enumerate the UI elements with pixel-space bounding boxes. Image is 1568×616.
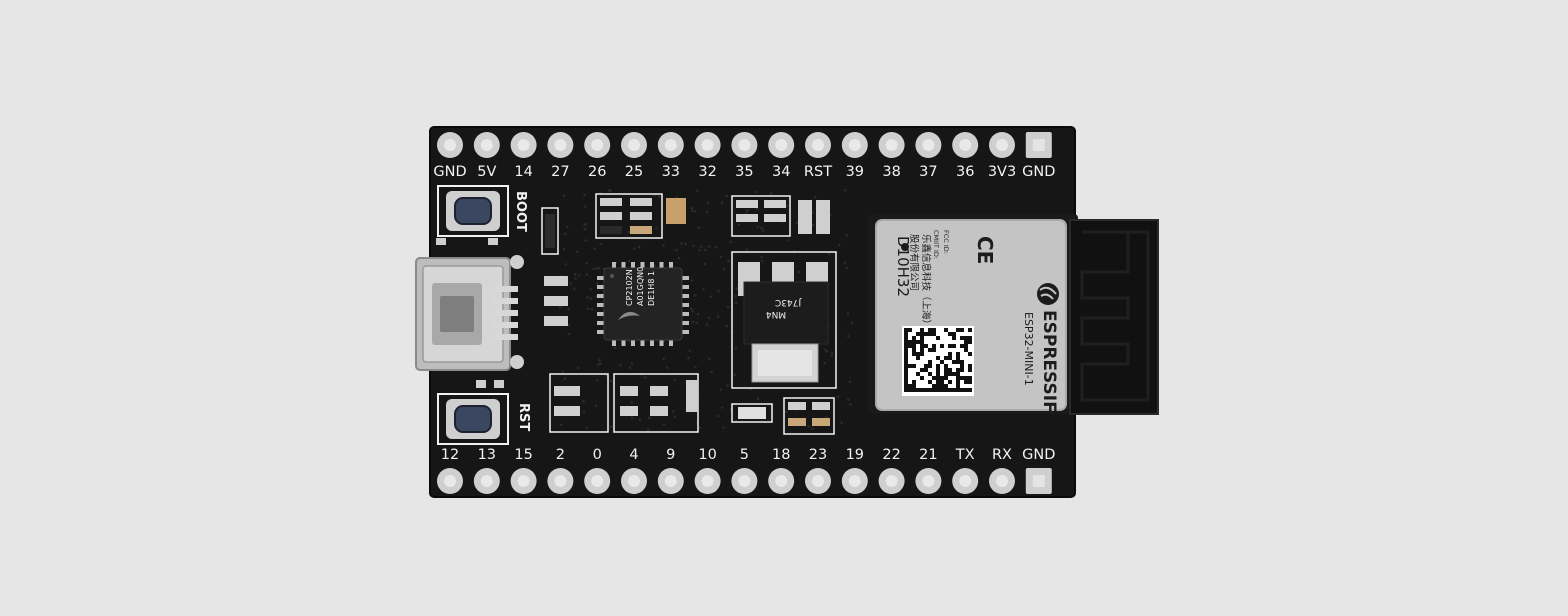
chip-line-3: DE1H8 1 — [647, 271, 656, 306]
top-pin-label-11: 39 — [846, 164, 864, 180]
chip-line-2: A01GQN0 — [636, 267, 645, 306]
bottom-pin-label-2: 15 — [514, 447, 532, 463]
module-maker-line-2: 股份有限公司 — [908, 234, 920, 291]
reset-button: RST — [437, 380, 531, 445]
qr-datamatrix-code — [902, 326, 974, 396]
top-pin-header: GND 5V 14 27 26 25 33 32 35 34 RST 39 38 37 36 3V3 GND — [433, 132, 1055, 180]
top-pin-label-0: GND — [433, 164, 466, 180]
top-pin-label-1: 5V — [477, 164, 496, 180]
module-brand: ESPRESSIF — [1039, 310, 1059, 413]
bottom-pin-label-14: TX — [955, 447, 975, 463]
top-pin-label-9: 34 — [772, 164, 790, 180]
bottom-pin-label-4: 0 — [593, 447, 602, 463]
chip-line-1: CP2102N — [625, 269, 634, 306]
smd-parts-usb — [541, 207, 568, 326]
bottom-pin-label-10: 23 — [809, 447, 827, 463]
top-pin-label-10: RST — [804, 164, 832, 180]
top-pin-label-4: 26 — [588, 164, 606, 180]
bottom-pin-label-15: RX — [992, 447, 1012, 463]
boot-label: BOOT — [513, 191, 528, 232]
regulator-line-2: MN4 — [766, 309, 786, 319]
top-pin-label-12: 38 — [882, 164, 900, 180]
bottom-pin-header: 12 13 15 2 0 4 9 10 5 18 23 19 22 21 TX RX GND — [437, 447, 1055, 494]
bottom-pin-label-11: 19 — [846, 447, 864, 463]
module-cmiit-id: CMIIT ID: — [932, 230, 940, 259]
top-pin-label-2: 14 — [514, 164, 532, 180]
reset-label: RST — [516, 403, 531, 431]
module-fcc-id: FCC ID: — [942, 230, 950, 254]
voltage-regulator: J743C MN4 — [731, 251, 837, 389]
ce-mark: CE — [973, 236, 997, 264]
module-lot: D10H32 — [894, 236, 912, 297]
bottom-pin-label-13: 21 — [919, 447, 937, 463]
micro-usb-connector — [415, 255, 524, 371]
boot-button: BOOT — [436, 185, 528, 245]
top-pin-label-7: 32 — [698, 164, 716, 180]
bottom-pin-label-3: 2 — [556, 447, 565, 463]
bottom-pin-label-8: 5 — [740, 447, 749, 463]
top-pin-label-15: 3V3 — [988, 164, 1016, 180]
bottom-pin-label-5: 4 — [629, 447, 638, 463]
bottom-pin-label-7: 10 — [698, 447, 716, 463]
bottom-pin-label-1: 13 — [478, 447, 496, 463]
bottom-pin-label-0: 12 — [441, 447, 459, 463]
bottom-pin-label-16: GND — [1022, 447, 1055, 463]
module-model: ESP32-MINI-1 — [1022, 312, 1035, 386]
regulator-line-1: J743C — [775, 297, 802, 307]
power-led — [731, 403, 773, 423]
bottom-pin-label-9: 18 — [772, 447, 790, 463]
module-maker-line-1: 乐鑫信息科技（上海） — [920, 234, 932, 329]
esp32-module: FCC ID: CMIIT ID: 乐鑫信息科技（上海） 股份有限公司 D10H… — [868, 214, 1159, 415]
top-pin-label-5: 25 — [625, 164, 643, 180]
usb-uart-chip: CP2102N A01GQN0 DE1H8 1 — [597, 262, 689, 346]
top-pin-label-3: 27 — [551, 164, 569, 180]
espressif-logo-icon — [1037, 283, 1059, 305]
top-pin-label-8: 35 — [735, 164, 753, 180]
top-pin-label-14: 36 — [956, 164, 974, 180]
passive-components — [549, 193, 835, 435]
bottom-pin-label-12: 22 — [882, 447, 900, 463]
top-pin-label-13: 37 — [919, 164, 937, 180]
top-pin-label-6: 33 — [662, 164, 680, 180]
bottom-pin-label-6: 9 — [666, 447, 675, 463]
top-pin-label-16: GND — [1022, 164, 1055, 180]
